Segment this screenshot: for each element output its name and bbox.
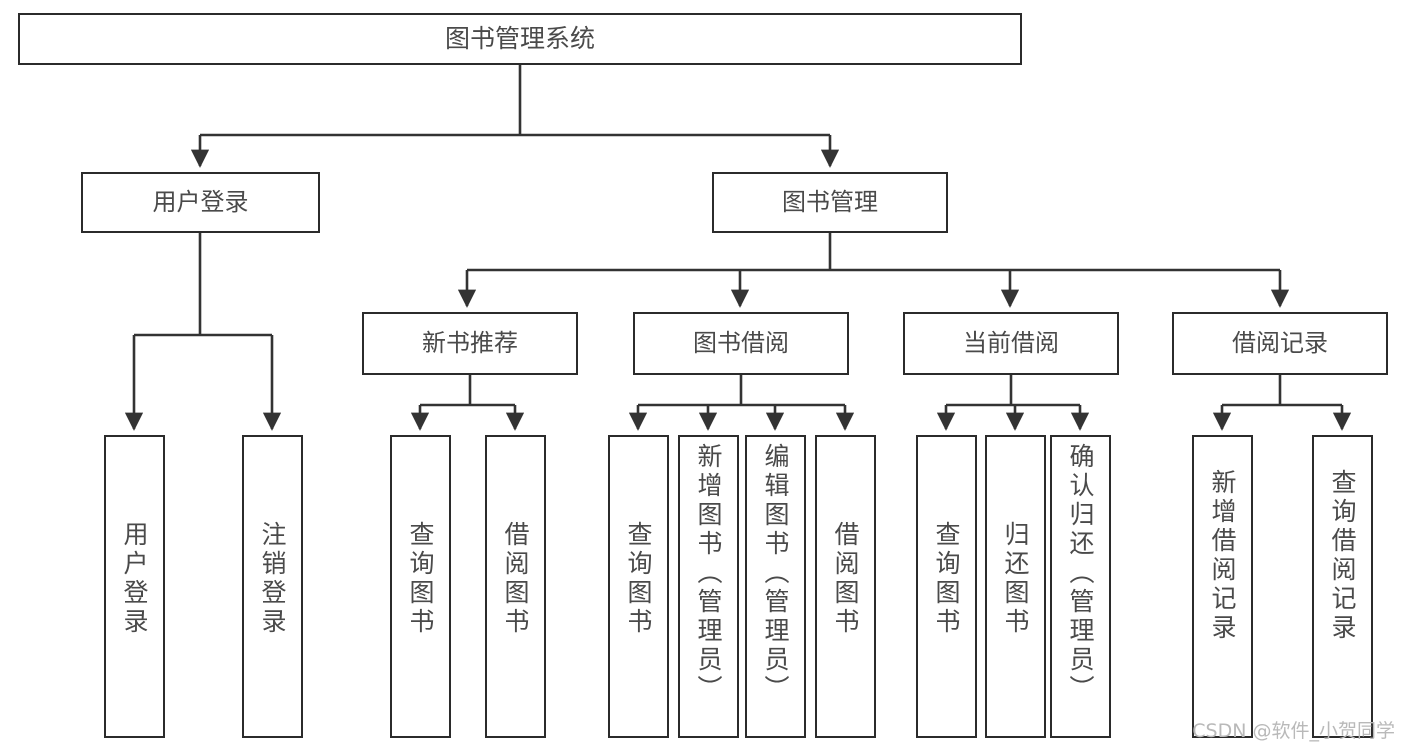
node-current-borrow-label: 当前借阅 [963,328,1059,357]
leaf-record-add-borrow-record-label: 新增借阅记录 [1208,469,1237,643]
leaf-borrow-borrow-book-label: 借阅图书 [831,521,860,637]
node-book-management[interactable]: 图书管理 [712,172,948,233]
leaf-current-query-book[interactable]: 查询图书 [916,435,977,738]
leaf-user-login-signout-label: 注销登录 [258,521,287,637]
leaf-newbook-query-book-label: 查询图书 [406,521,435,637]
node-root-system[interactable]: 图书管理系统 [18,13,1022,65]
leaf-newbook-query-book[interactable]: 查询图书 [390,435,451,738]
node-current-borrow[interactable]: 当前借阅 [903,312,1119,375]
leaf-record-add-borrow-record[interactable]: 新增借阅记录 [1192,435,1253,738]
leaf-borrow-edit-book-admin[interactable]: 编辑图书（管理员） [745,435,806,738]
leaf-user-login-signin[interactable]: 用户登录 [104,435,165,738]
leaf-current-query-book-label: 查询图书 [932,521,961,637]
leaf-current-return-book[interactable]: 归还图书 [985,435,1046,738]
leaf-current-confirm-return-admin-label: 确认归还（管理员） [1066,443,1095,704]
node-book-management-label: 图书管理 [782,187,878,216]
leaf-user-login-signout[interactable]: 注销登录 [242,435,303,738]
node-borrow-record[interactable]: 借阅记录 [1172,312,1388,375]
leaf-current-return-book-label: 归还图书 [1001,521,1030,637]
leaf-borrow-add-book-admin[interactable]: 新增图书（管理员） [678,435,739,738]
node-new-book-recommend-label: 新书推荐 [422,328,518,357]
leaf-current-confirm-return-admin[interactable]: 确认归还（管理员） [1050,435,1111,738]
node-book-borrow[interactable]: 图书借阅 [633,312,849,375]
leaf-borrow-borrow-book[interactable]: 借阅图书 [815,435,876,738]
node-root-system-label: 图书管理系统 [444,23,595,53]
node-user-login[interactable]: 用户登录 [81,172,320,233]
node-book-borrow-label: 图书借阅 [693,328,789,357]
leaf-newbook-borrow-book-label: 借阅图书 [501,521,530,637]
leaf-borrow-add-book-admin-label: 新增图书（管理员） [694,443,723,704]
leaf-borrow-query-book[interactable]: 查询图书 [608,435,669,738]
node-borrow-record-label: 借阅记录 [1232,328,1328,357]
leaf-borrow-query-book-label: 查询图书 [624,521,653,637]
leaf-user-login-signin-label: 用户登录 [120,521,149,637]
csdn-watermark: CSDN @软件_小贺同学 [1192,720,1395,742]
leaf-record-query-borrow-record[interactable]: 查询借阅记录 [1312,435,1373,738]
node-user-login-label: 用户登录 [152,187,249,216]
leaf-record-query-borrow-record-label: 查询借阅记录 [1328,469,1357,643]
node-new-book-recommend[interactable]: 新书推荐 [362,312,578,375]
leaf-newbook-borrow-book[interactable]: 借阅图书 [485,435,546,738]
leaf-borrow-edit-book-admin-label: 编辑图书（管理员） [761,443,790,704]
